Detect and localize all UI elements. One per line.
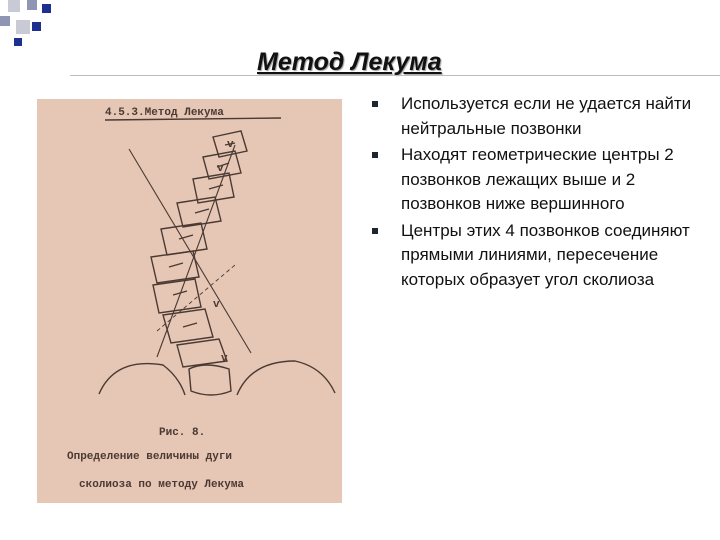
figure-caption-label: Рис. 8. [159,427,205,439]
vertebra [202,150,242,180]
vertebra-mark: v [227,139,234,151]
vertebra [160,222,208,256]
bullet-item: Центры этих 4 позвонков соединяют прямым… [370,219,700,293]
square-bullet-icon [372,227,378,234]
vertebra [176,196,222,228]
bullet-item: Находят геометрические центры 2 позвонко… [370,143,700,217]
vertebra-mark: v [221,353,228,365]
construction-line-upper [128,148,252,354]
figure-caption-line-2: сколиоза по методу Лекума [79,479,244,491]
vertebra [152,278,202,314]
vertebra [192,172,235,204]
figure-header: 4.5.3.Метод Лекума [105,107,224,119]
figure-header-underline [104,117,282,121]
square-bullet-icon [372,152,378,158]
vertebra [176,338,228,368]
square-bullet-icon [372,101,378,107]
spine-diagram: 4.5.3.Метод Лекума v v v v Рис. 8. Опред… [67,107,336,491]
page-title: Метод Лекума [257,48,442,76]
figure-caption-line-1: Определение величины дуги [67,451,232,463]
construction-line-lower [156,144,236,358]
bullet-text: Находят геометрические центры 2 позвонко… [401,145,674,213]
figure-image: 4.5.3.Метод Лекума v v v v Рис. 8. Опред… [37,99,342,503]
center-connector [156,264,236,332]
sacrum [188,364,232,396]
vertebra [162,308,214,344]
pelvis-left [98,362,186,396]
vertebra-mark: v [213,299,220,311]
vertebra [212,130,248,158]
bullet-text: Используется если не удается найти нейтр… [401,94,692,138]
bullet-item: Используется если не удается найти нейтр… [370,92,700,141]
bullet-text: Центры этих 4 позвонков соединяют прямым… [401,220,690,289]
vertebra-mark: v [217,163,224,175]
pelvis-right [236,360,336,396]
title-bar: Метод Лекума [0,40,720,84]
bullet-list: Используется если не удается найти нейтр… [370,92,700,294]
title-underline-rule [70,75,720,76]
corner-decoration [0,0,60,50]
vertebra [150,250,200,284]
